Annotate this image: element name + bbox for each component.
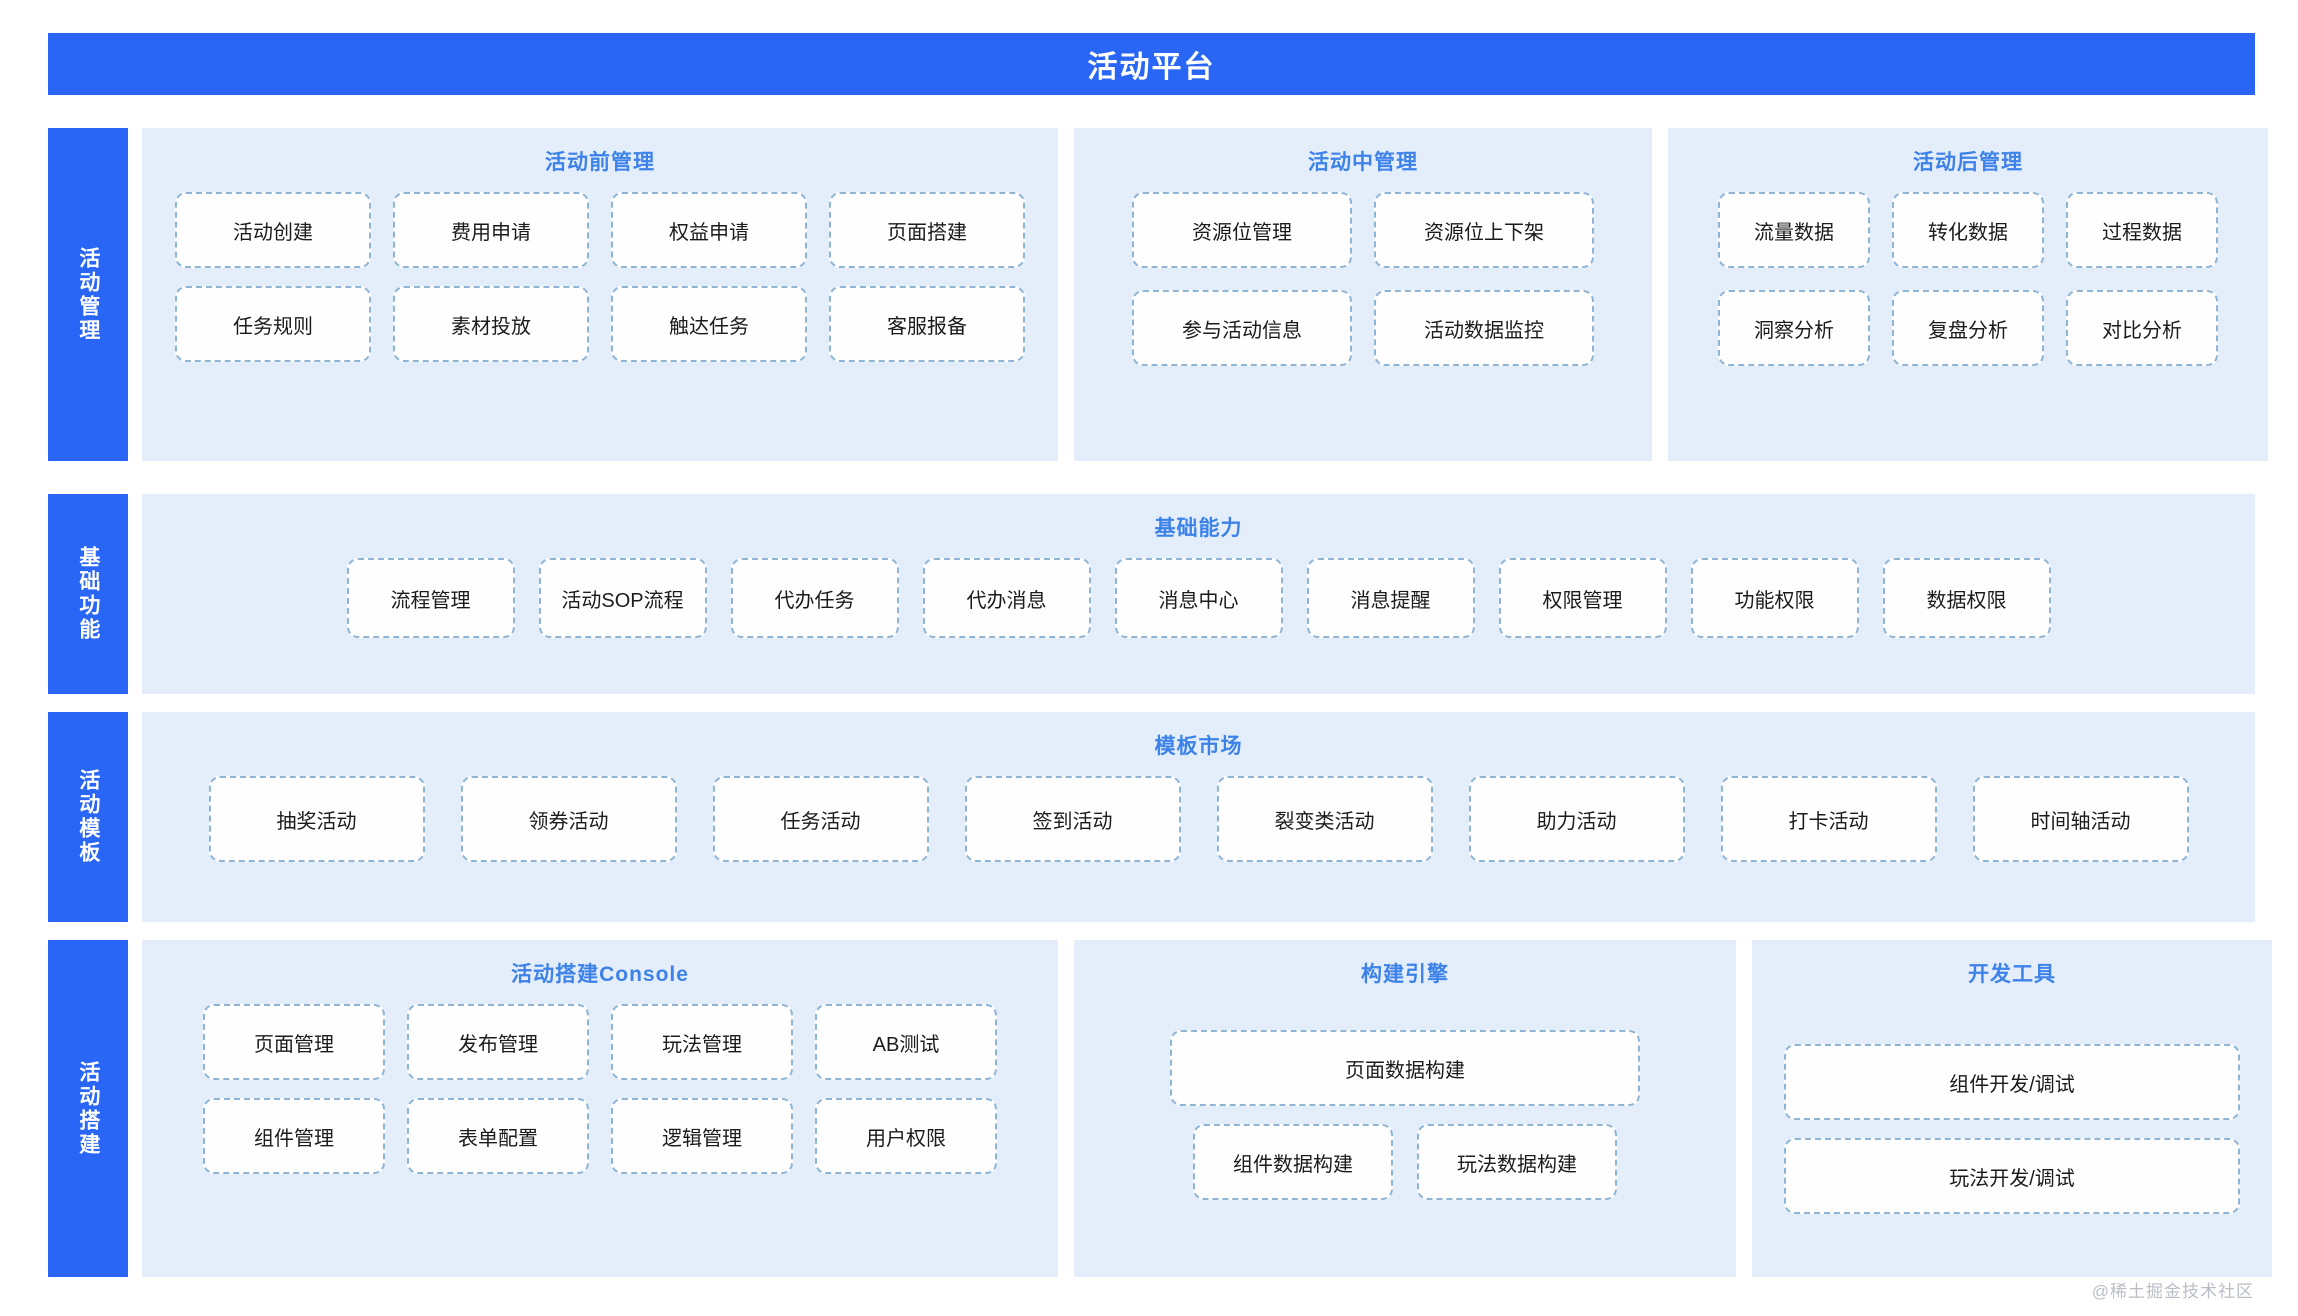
card-page-data-build[interactable]: 页面数据构建 (1170, 1030, 1640, 1106)
card-process-data[interactable]: 过程数据 (2066, 192, 2218, 268)
panel-post-activity: 活动后管理 流量数据 转化数据 过程数据 洞察分析 复盘分析 对比分析 (1668, 128, 2268, 461)
panel-grid-during-activity: 资源位管理 资源位上下架 参与活动信息 活动数据监控 (1100, 192, 1626, 366)
card-checkin-activity[interactable]: 签到活动 (964, 776, 1181, 862)
card-release-management[interactable]: 发布管理 (407, 1004, 589, 1080)
dev-tools-inner: 组件开发/调试 玩法开发/调试 (1778, 1044, 2246, 1214)
panel-title-post-activity: 活动后管理 (1913, 151, 2023, 174)
card-message-reminder[interactable]: 消息提醒 (1306, 558, 1475, 638)
row-body-basic-function: 基础能力 流程管理 活动SOP流程 代办任务 代办消息 消息中心 消息提醒 权限… (142, 494, 2255, 694)
card-boost-activity[interactable]: 助力活动 (1468, 776, 1685, 862)
card-fee-application[interactable]: 费用申请 (393, 192, 589, 268)
card-function-permission[interactable]: 功能权限 (1690, 558, 1859, 638)
card-rights-application[interactable]: 权益申请 (611, 192, 807, 268)
card-message-center[interactable]: 消息中心 (1114, 558, 1283, 638)
card-comparison-analysis[interactable]: 对比分析 (2066, 290, 2218, 366)
panel-title-build-console: 活动搭建Console (511, 963, 689, 986)
panel-build-console: 活动搭建Console 页面管理 发布管理 玩法管理 AB测试 组件管理 表单配… (142, 940, 1058, 1277)
row-activity-management: 活动管理 活动前管理 活动创建 费用申请 权益申请 页面搭建 任务规则 素材投放… (48, 128, 2268, 461)
row-body-activity-template: 模板市场 抽奖活动 领券活动 任务活动 签到活动 裂变类活动 助力活动 打卡活动… (142, 712, 2255, 922)
panel-title-during-activity: 活动中管理 (1308, 151, 1418, 174)
row-body-activity-build: 活动搭建Console 页面管理 发布管理 玩法管理 AB测试 组件管理 表单配… (142, 940, 2272, 1277)
card-participation-info[interactable]: 参与活动信息 (1132, 290, 1352, 366)
platform-title-bar: 活动平台 (48, 33, 2255, 95)
panel-grid-template-market: 抽奖活动 领券活动 任务活动 签到活动 裂变类活动 助力活动 打卡活动 时间轴活… (168, 776, 2229, 862)
card-form-config[interactable]: 表单配置 (407, 1098, 589, 1174)
engine-inner: 页面数据构建 组件数据构建 玩法数据构建 (1100, 1030, 1710, 1200)
card-resource-slot-publish[interactable]: 资源位上下架 (1374, 192, 1594, 268)
engine-row-top: 页面数据构建 (1100, 1030, 1710, 1106)
card-insight-analysis[interactable]: 洞察分析 (1718, 290, 1870, 366)
row-label-basic-function: 基础功能 (48, 494, 128, 694)
card-todo-task[interactable]: 代办任务 (730, 558, 899, 638)
panel-dev-tools: 开发工具 组件开发/调试 玩法开发/调试 (1752, 940, 2272, 1277)
card-component-dev-debug[interactable]: 组件开发/调试 (1784, 1044, 2240, 1120)
card-page-build[interactable]: 页面搭建 (829, 192, 1025, 268)
card-gameplay-data-build[interactable]: 玩法数据构建 (1417, 1124, 1617, 1200)
card-customer-service-filing[interactable]: 客服报备 (829, 286, 1025, 362)
card-lottery-activity[interactable]: 抽奖活动 (208, 776, 425, 862)
panel-grid-post-activity: 流量数据 转化数据 过程数据 洞察分析 复盘分析 对比分析 (1694, 192, 2242, 366)
card-punch-activity[interactable]: 打卡活动 (1720, 776, 1937, 862)
row-activity-build: 活动搭建 活动搭建Console 页面管理 发布管理 玩法管理 AB测试 组件管… (48, 940, 2272, 1277)
card-page-management[interactable]: 页面管理 (203, 1004, 385, 1080)
engine-row-bottom: 组件数据构建 玩法数据构建 (1100, 1124, 1710, 1200)
watermark: @稀土掘金技术社区 (2091, 1282, 2254, 1301)
card-task-rules[interactable]: 任务规则 (175, 286, 371, 362)
card-material-delivery[interactable]: 素材投放 (393, 286, 589, 362)
row-label-activity-template: 活动模板 (48, 712, 128, 922)
card-gameplay-management[interactable]: 玩法管理 (611, 1004, 793, 1080)
card-timeline-activity[interactable]: 时间轴活动 (1972, 776, 2189, 862)
row-label-activity-build: 活动搭建 (48, 940, 128, 1277)
card-reach-task[interactable]: 触达任务 (611, 286, 807, 362)
card-task-activity[interactable]: 任务活动 (712, 776, 929, 862)
row-label-activity-management: 活动管理 (48, 128, 128, 461)
panel-title-pre-activity: 活动前管理 (545, 151, 655, 174)
row-activity-template: 活动模板 模板市场 抽奖活动 领券活动 任务活动 签到活动 裂变类活动 助力活动… (48, 712, 2255, 922)
card-component-management[interactable]: 组件管理 (203, 1098, 385, 1174)
card-user-permission[interactable]: 用户权限 (815, 1098, 997, 1174)
panel-grid-basic-capability: 流程管理 活动SOP流程 代办任务 代办消息 消息中心 消息提醒 权限管理 功能… (168, 558, 2229, 638)
row-basic-function: 基础功能 基础能力 流程管理 活动SOP流程 代办任务 代办消息 消息中心 消息… (48, 494, 2255, 694)
card-coupon-activity[interactable]: 领券活动 (460, 776, 677, 862)
card-conversion-data[interactable]: 转化数据 (1892, 192, 2044, 268)
panel-basic-capability: 基础能力 流程管理 活动SOP流程 代办任务 代办消息 消息中心 消息提醒 权限… (142, 494, 2255, 694)
card-ab-test[interactable]: AB测试 (815, 1004, 997, 1080)
card-activity-sop-process[interactable]: 活动SOP流程 (538, 558, 707, 638)
card-permission-management[interactable]: 权限管理 (1498, 558, 1667, 638)
panel-title-dev-tools: 开发工具 (1968, 963, 2056, 986)
panel-template-market: 模板市场 抽奖活动 领券活动 任务活动 签到活动 裂变类活动 助力活动 打卡活动… (142, 712, 2255, 922)
card-traffic-data[interactable]: 流量数据 (1718, 192, 1870, 268)
page-title: 活动平台 (1087, 51, 1216, 84)
panel-grid-build-console: 页面管理 发布管理 玩法管理 AB测试 组件管理 表单配置 逻辑管理 用户权限 (168, 1004, 1032, 1174)
card-process-management[interactable]: 流程管理 (346, 558, 515, 638)
card-component-data-build[interactable]: 组件数据构建 (1193, 1124, 1393, 1200)
card-data-permission[interactable]: 数据权限 (1882, 558, 2051, 638)
panel-grid-pre-activity: 活动创建 费用申请 权益申请 页面搭建 任务规则 素材投放 触达任务 客服报备 (168, 192, 1032, 362)
row-body-activity-management: 活动前管理 活动创建 费用申请 权益申请 页面搭建 任务规则 素材投放 触达任务… (142, 128, 2268, 461)
card-todo-message[interactable]: 代办消息 (922, 558, 1091, 638)
panel-title-build-engine: 构建引擎 (1361, 963, 1449, 986)
card-fission-activity[interactable]: 裂变类活动 (1216, 776, 1433, 862)
card-activity-create[interactable]: 活动创建 (175, 192, 371, 268)
card-logic-management[interactable]: 逻辑管理 (611, 1098, 793, 1174)
panel-build-engine: 构建引擎 页面数据构建 组件数据构建 玩法数据构建 (1074, 940, 1736, 1277)
card-review-analysis[interactable]: 复盘分析 (1892, 290, 2044, 366)
panel-title-basic-capability: 基础能力 (1154, 517, 1243, 540)
card-gameplay-dev-debug[interactable]: 玩法开发/调试 (1784, 1138, 2240, 1214)
panel-pre-activity: 活动前管理 活动创建 费用申请 权益申请 页面搭建 任务规则 素材投放 触达任务… (142, 128, 1058, 461)
card-activity-data-monitor[interactable]: 活动数据监控 (1374, 290, 1594, 366)
panel-during-activity: 活动中管理 资源位管理 资源位上下架 参与活动信息 活动数据监控 (1074, 128, 1652, 461)
card-resource-slot-management[interactable]: 资源位管理 (1132, 192, 1352, 268)
panel-title-template-market: 模板市场 (1154, 735, 1243, 758)
